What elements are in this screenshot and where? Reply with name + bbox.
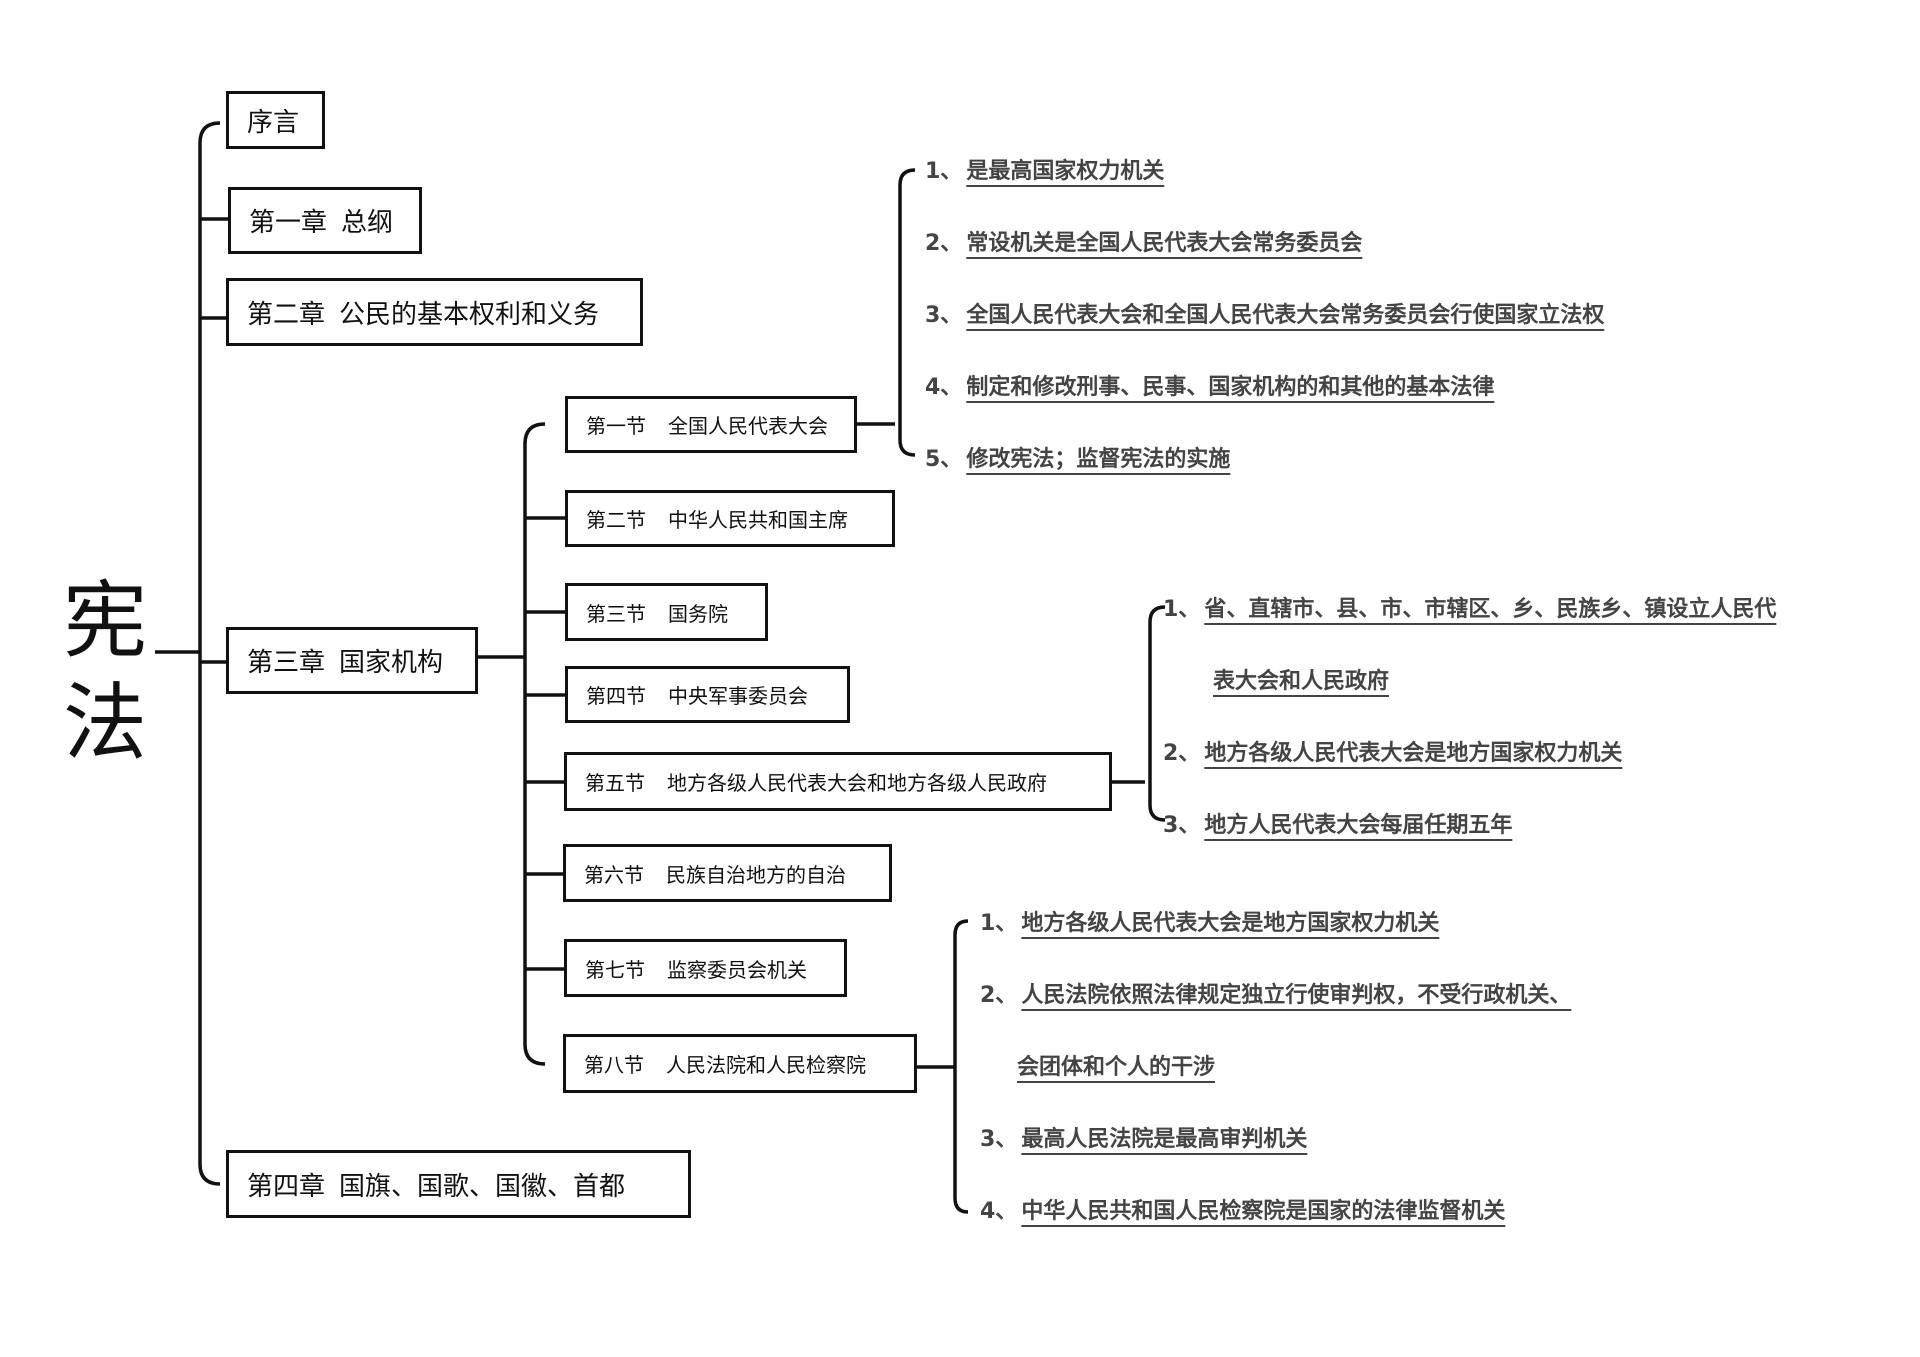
item-number: 5、 — [925, 447, 963, 472]
item-number: 3、 — [980, 1127, 1018, 1152]
chapter-preface[interactable]: 序言 — [226, 91, 325, 149]
item-number: 2、 — [925, 231, 963, 256]
item-text-continued: 表大会和人民政府 — [1213, 669, 1390, 694]
section-title: 地方各级人民代表大会和地方各级人民政府 — [667, 771, 1047, 795]
item-text: 全国人民代表大会和全国人民代表大会常务委员会行使国家立法权 — [966, 303, 1605, 328]
item-text: 地方人民代表大会每届任期五年 — [1204, 813, 1513, 838]
root-title: 宪法 — [62, 572, 147, 773]
local-item-1: 1、省、直辖市、县、市、市辖区、乡、民族乡、镇设立人民代 — [1163, 591, 1776, 623]
item-text: 最高人民法院是最高审判机关 — [1021, 1127, 1308, 1152]
local-item-3: 3、地方人民代表大会每届任期五年 — [1163, 807, 1512, 839]
court-item-2-cont: 会团体和个人的干涉 — [1017, 1049, 1215, 1081]
npc-item-1: 1、是最高国家权力机关 — [925, 153, 1164, 185]
chapter-title: 总纲 — [341, 208, 394, 238]
item-number: 4、 — [925, 375, 963, 400]
local-bracket — [1148, 605, 1166, 822]
chapter-3[interactable]: 第三章 国家机构 — [226, 627, 478, 694]
section-num: 第八节 — [584, 1053, 644, 1077]
section-2[interactable]: 第二节 中华人民共和国主席 — [565, 490, 895, 547]
chapter-title: 国旗、国歌、国徽、首都 — [339, 1171, 626, 1202]
section-bracket — [523, 422, 546, 1066]
local-item-2: 2、地方各级人民代表大会是地方国家权力机关 — [1163, 735, 1622, 767]
court-item-3: 3、最高人民法院是最高审判机关 — [980, 1121, 1307, 1153]
item-number: 1、 — [980, 911, 1018, 936]
chapter-num: 第三章 — [247, 648, 326, 678]
section-num: 第一节 — [586, 414, 646, 438]
chapter-title: 公民的基本权利和义务 — [339, 299, 600, 330]
item-number: 3、 — [1163, 813, 1201, 838]
section-num: 第六节 — [584, 862, 644, 887]
section-num: 第二节 — [586, 508, 646, 532]
item-text: 人民法院依照法律规定独立行使审判权，不受行政机关、 — [1021, 983, 1572, 1008]
section-num: 第三节 — [586, 601, 646, 626]
npc-item-2: 2、常设机关是全国人民代表大会常务委员会 — [925, 225, 1362, 257]
chapter-label: 序言 — [247, 107, 300, 138]
section-num: 第七节 — [585, 957, 645, 982]
item-number: 1、 — [1163, 597, 1201, 622]
section-title: 民族自治地方的自治 — [666, 862, 846, 887]
section-title: 全国人民代表大会 — [668, 414, 828, 438]
npc-bracket — [898, 168, 916, 457]
section-6[interactable]: 第六节 民族自治地方的自治 — [563, 844, 892, 902]
item-text: 修改宪法；监督宪法的实施 — [966, 447, 1231, 472]
item-number: 3、 — [925, 303, 963, 328]
section-4[interactable]: 第四节 中央军事委员会 — [565, 666, 850, 723]
chapter-bracket — [198, 121, 221, 1186]
chapter-num: 第二章 — [247, 299, 326, 330]
court-bracket — [953, 919, 969, 1214]
section-3[interactable]: 第三节 国务院 — [565, 583, 768, 641]
item-number: 2、 — [1163, 741, 1201, 766]
section-num: 第五节 — [585, 771, 645, 795]
item-number: 2、 — [980, 983, 1018, 1008]
section-1[interactable]: 第一节 全国人民代表大会 — [565, 396, 857, 453]
chapter-num: 第一章 — [249, 208, 328, 238]
local-item-1-cont: 表大会和人民政府 — [1213, 663, 1389, 695]
chapter-ticks — [200, 217, 228, 664]
item-text: 地方各级人民代表大会是地方国家权力机关 — [1021, 911, 1440, 936]
section-title: 国务院 — [668, 601, 728, 626]
chapter-title: 国家机构 — [339, 648, 444, 678]
npc-item-5: 5、修改宪法；监督宪法的实施 — [925, 441, 1230, 473]
section-title: 中华人民共和国主席 — [668, 508, 848, 532]
section-title: 中央军事委员会 — [668, 684, 808, 708]
item-text: 地方各级人民代表大会是地方国家权力机关 — [1204, 741, 1623, 766]
section-7[interactable]: 第七节 监察委员会机关 — [564, 939, 847, 997]
court-item-1: 1、地方各级人民代表大会是地方国家权力机关 — [980, 905, 1439, 937]
item-text: 是最高国家权力机关 — [966, 159, 1165, 184]
section-title: 监察委员会机关 — [667, 957, 807, 982]
item-text: 省、直辖市、县、市、市辖区、乡、民族乡、镇设立人民代 — [1204, 597, 1777, 622]
chapter-1[interactable]: 第一章 总纲 — [228, 187, 422, 254]
item-text: 制定和修改刑事、民事、国家机构的和其他的基本法律 — [966, 375, 1495, 400]
court-item-4: 4、中华人民共和国人民检察院是国家的法律监督机关 — [980, 1193, 1505, 1225]
section-5[interactable]: 第五节 地方各级人民代表大会和地方各级人民政府 — [564, 752, 1112, 811]
chapter-4[interactable]: 第四章 国旗、国歌、国徽、首都 — [226, 1150, 691, 1218]
item-number: 4、 — [980, 1199, 1018, 1224]
section-title: 人民法院和人民检察院 — [666, 1053, 866, 1077]
item-text: 常设机关是全国人民代表大会常务委员会 — [966, 231, 1363, 256]
chapter-num: 第四章 — [247, 1171, 326, 1202]
npc-item-4: 4、制定和修改刑事、民事、国家机构的和其他的基本法律 — [925, 369, 1494, 401]
item-text: 中华人民共和国人民检察院是国家的法律监督机关 — [1021, 1199, 1506, 1224]
section-ticks — [525, 516, 565, 971]
item-text-continued: 会团体和个人的干涉 — [1017, 1055, 1216, 1080]
section-8[interactable]: 第八节 人民法院和人民检察院 — [563, 1034, 917, 1093]
chapter-2[interactable]: 第二章 公民的基本权利和义务 — [226, 278, 643, 346]
court-item-2: 2、人民法院依照法律规定独立行使审判权，不受行政机关、 — [980, 977, 1571, 1009]
npc-item-3: 3、全国人民代表大会和全国人民代表大会常务委员会行使国家立法权 — [925, 297, 1604, 329]
item-number: 1、 — [925, 159, 963, 184]
section-num: 第四节 — [586, 684, 646, 708]
